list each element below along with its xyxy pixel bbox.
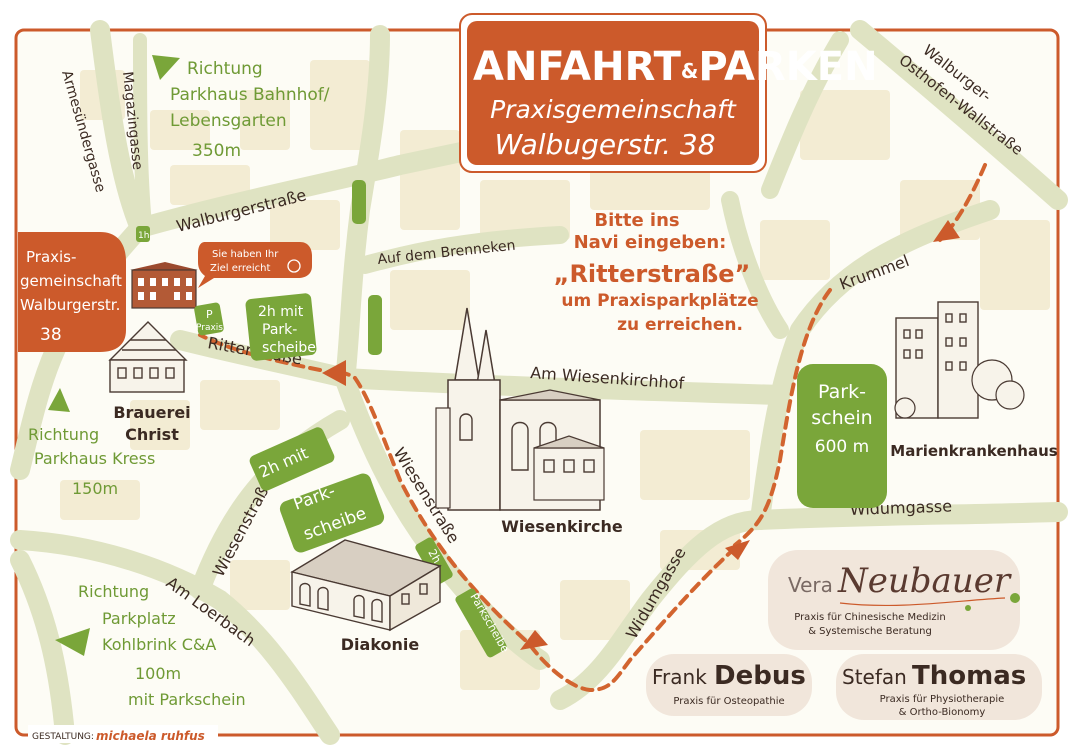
footer-designer: michaela ruhfus (96, 729, 205, 743)
direction-kohlbrink-line2: Parkplatz (102, 609, 176, 628)
thomas-first: Stefan (842, 665, 907, 689)
navi-line3: um Praxisparkplätze (561, 291, 758, 311)
arrival-bubble: Sie haben Ihr Ziel erreicht (198, 242, 312, 288)
praxis-line3: Walburgerstr. (20, 296, 120, 314)
label-marienkrankenhaus: Marienkrankenhaus (890, 442, 1058, 460)
card-thomas: Stefan Thomas Praxis für Physiotherapie … (836, 654, 1042, 720)
praxis-parking-badge: P Praxis (194, 302, 224, 336)
navi-highlight: „Ritterstraße” (554, 260, 751, 288)
direction-kohlbrink-line4: 100m (135, 664, 181, 683)
route-arrow-icon (725, 540, 750, 560)
neubauer-desc1: Praxis für Chinesische Medizin (794, 612, 946, 623)
label-brauerei-line2: Christ (125, 425, 179, 444)
label-brauerei-line1: Brauerei (113, 403, 190, 422)
parking-strip (368, 295, 382, 355)
parking-ritterstrasse: 2h mit Park- scheibe (245, 293, 317, 361)
smiley-icon (287, 259, 301, 273)
brauerei-building-icon (108, 321, 188, 393)
debus-last: Debus (714, 661, 806, 691)
direction-kress-line3: 150m (72, 479, 118, 498)
praxis-line2: gemeinschaft (20, 272, 122, 290)
thomas-desc2: & Ortho-Bionomy (899, 707, 986, 718)
praxis-line4: 38 (40, 325, 62, 345)
praxis-line1: Praxis- (26, 248, 76, 266)
direction-bahnhof-line2: Parkhaus Bahnhof/ (170, 85, 330, 105)
navi-line2: Navi eingeben: (574, 232, 727, 253)
direction-kress: Richtung Parkhaus Kress 150m (28, 425, 155, 498)
parking-ritter-line1: 2h mit (258, 304, 304, 320)
parking-wiesen-right-2h: 2h (425, 547, 443, 566)
parkschein-line1: Park- (818, 381, 866, 403)
direction-kohlbrink-line1: Richtung (78, 582, 149, 601)
route-arrow-icon (933, 220, 960, 242)
diakonie-building-icon (290, 539, 442, 632)
direction-arrow-icon (55, 628, 90, 656)
thomas-desc1: Praxis für Physiotherapie (880, 694, 1005, 705)
direction-kress-line1: Richtung (28, 425, 99, 444)
header-subtitle-line2: Walbugerstr. 38 (494, 128, 715, 161)
parking-parkschein: Park- schein 600 m (797, 364, 887, 508)
leaf-icon (1010, 593, 1020, 603)
praxis-building-icon (130, 262, 198, 309)
direction-arrow-icon (152, 55, 180, 80)
route-arrow-icon (520, 630, 548, 650)
parking-strip (352, 180, 366, 224)
parkschein-line3: 600 m (815, 437, 869, 457)
direction-kohlbrink-line5: mit Parkschein (128, 690, 246, 709)
marienkrankenhaus-building-icon (894, 301, 1025, 419)
header-title: ANFAHRT&PARKEN (473, 44, 878, 90)
footer-label: GESTALTUNG: (32, 732, 94, 742)
thomas-last: Thomas (912, 661, 1026, 691)
direction-bahnhof-line1: Richtung (187, 59, 263, 79)
sign-1h-label: 1h (138, 231, 149, 241)
praxis-parking-label: Praxis (196, 323, 223, 333)
sign-1h (136, 226, 150, 242)
arrival-bubble-line2: Ziel erreicht (210, 263, 270, 274)
direction-bahnhof: Richtung Parkhaus Bahnhof/ Lebensgarten … (170, 59, 330, 161)
parking-wiesenstrasse-2h: 2h mit (249, 427, 335, 491)
navi-line1: Bitte ins (594, 210, 679, 231)
arrival-bubble-line1: Sie haben Ihr (212, 249, 279, 260)
neubauer-first: Vera (788, 573, 833, 597)
parkschein-line2: schein (811, 407, 872, 429)
route-arrow-icon (322, 360, 346, 386)
direction-kohlbrink: Richtung Parkplatz Kohlbrink C&A 100m mi… (78, 582, 246, 709)
label-diakonie: Diakonie (341, 635, 420, 654)
debus-first: Frank (652, 665, 707, 689)
navi-instructions: Bitte ins Navi eingeben: „Ritterstraße” … (554, 210, 759, 335)
card-debus: Frank Debus Praxis für Osteopathie (646, 654, 812, 716)
direction-kress-line2: Parkhaus Kress (34, 449, 155, 468)
direction-arrow-icon (48, 388, 70, 412)
card-neubauer: Vera Neubauer Praxis für Chinesische Med… (768, 550, 1020, 650)
debus-desc: Praxis für Osteopathie (673, 696, 784, 707)
direction-bahnhof-line3: Lebensgarten (170, 111, 287, 131)
navi-line4: zu erreichen. (617, 315, 743, 335)
praxis-marker: Praxis- gemeinschaft Walburgerstr. 38 (18, 232, 126, 352)
header-subtitle-line1: Praxisgemeinschaft (490, 95, 737, 124)
wiesenkirche-building-icon (435, 307, 605, 511)
leaf-icon (965, 605, 971, 611)
parking-ritter-line3: scheibe (262, 340, 316, 356)
label-wiesenkirche: Wiesenkirche (501, 517, 623, 536)
direction-kohlbrink-line3: Kohlbrink C&A (102, 635, 216, 654)
neubauer-last: Neubauer (837, 561, 1012, 601)
praxis-parking-p: P (206, 308, 213, 321)
neubauer-desc2: & Systemische Beratung (808, 626, 932, 637)
header-box: ANFAHRT&PARKEN Praxisgemeinschaft Walbug… (459, 13, 878, 173)
parking-wiesenstrasse-scheibe: Park- scheibe (279, 473, 385, 553)
parking-ritter-line2: Park- (262, 322, 297, 338)
direction-bahnhof-line4: 350m (192, 141, 241, 161)
